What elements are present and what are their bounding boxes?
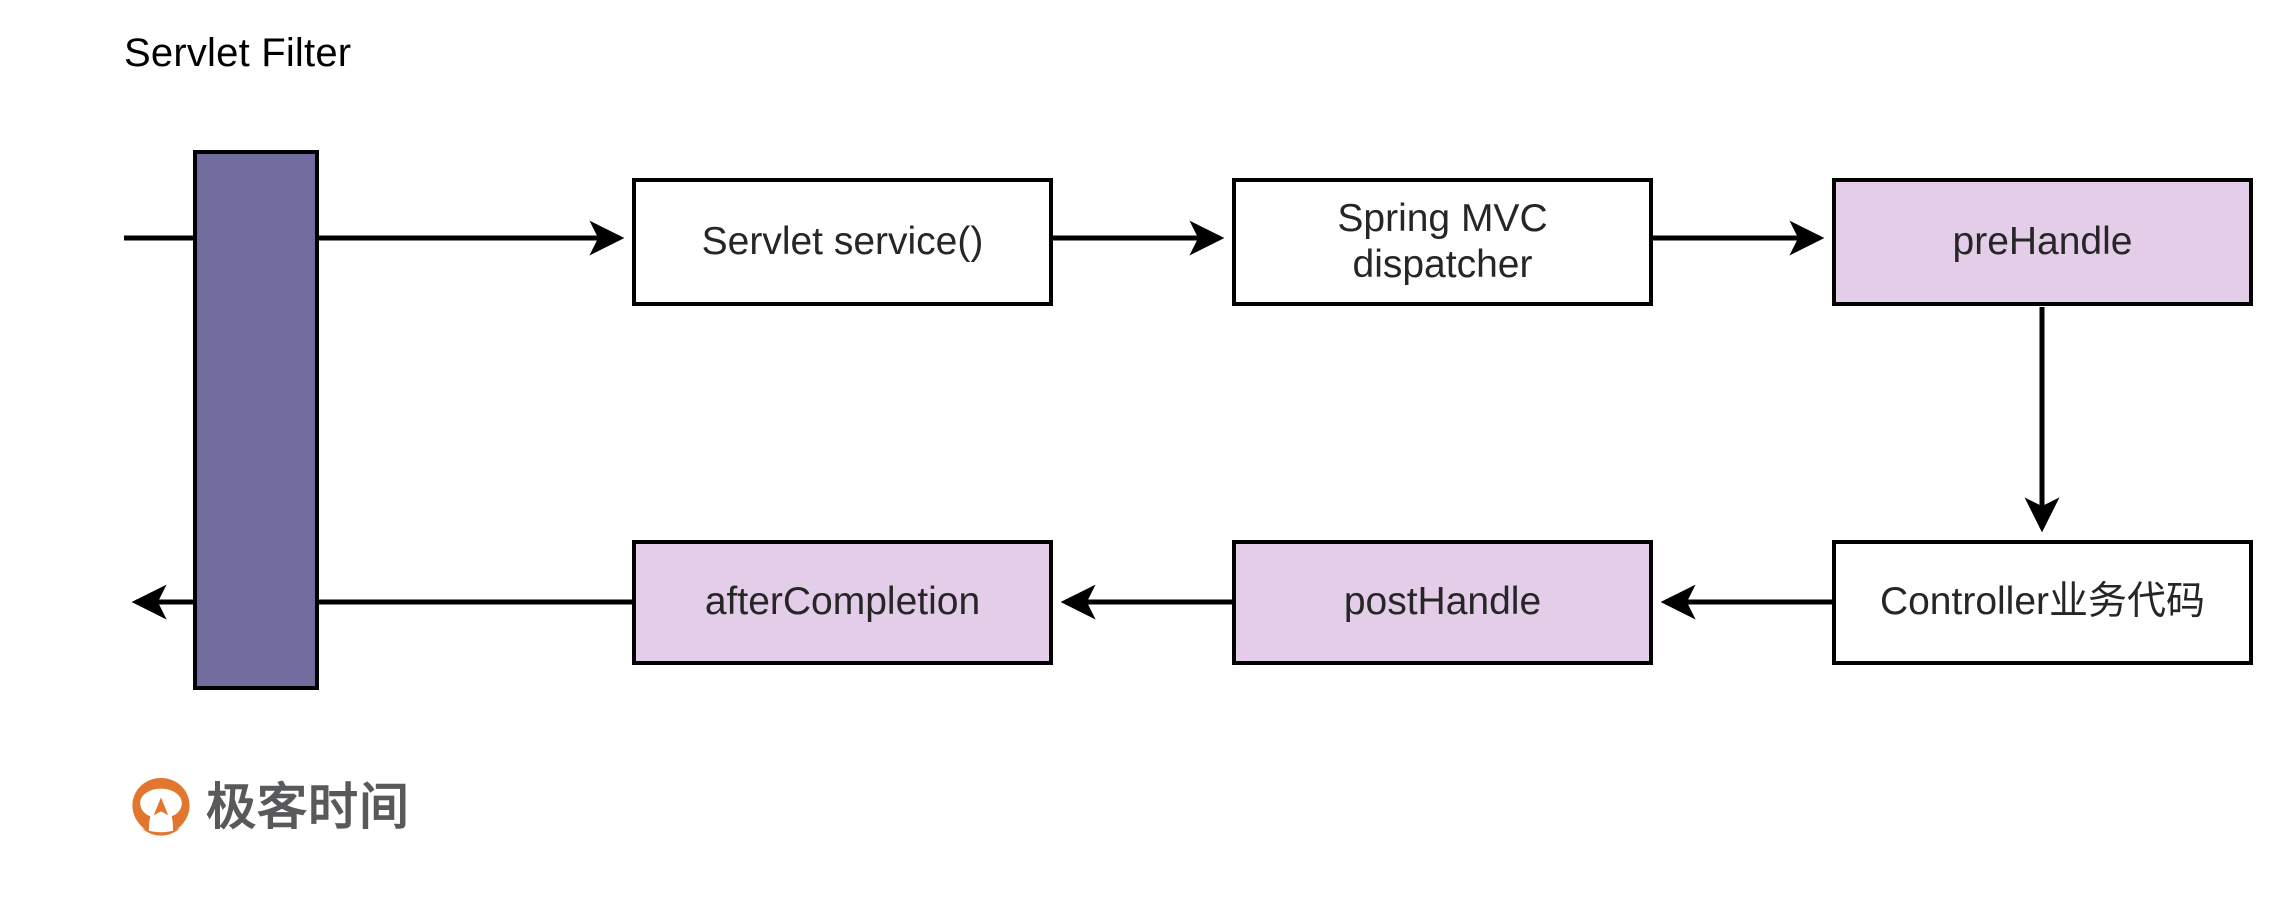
node-posthandle[interactable]: postHandle — [1232, 540, 1653, 665]
servlet-filter-bar — [193, 150, 319, 690]
node-controller-label: Controller业务代码 — [1879, 580, 2206, 624]
diagram-title: Servlet Filter — [124, 31, 352, 75]
node-aftercompletion[interactable]: afterCompletion — [632, 540, 1053, 665]
brand-watermark: 极客时间 — [130, 776, 410, 838]
node-spring-mvc-dispatcher[interactable]: Spring MVC dispatcher — [1232, 178, 1653, 306]
node-posthandle-label: postHandle — [1343, 580, 1542, 624]
node-aftercompletion-label: afterCompletion — [704, 580, 981, 624]
brand-name: 极客时间 — [206, 778, 410, 836]
node-prehandle-label: preHandle — [1952, 219, 2133, 263]
node-spring-mvc-dispatcher-label: Spring MVC dispatcher — [1337, 196, 1548, 286]
node-servlet-service-label: Servlet service() — [701, 219, 984, 263]
geektime-logo-icon — [132, 777, 190, 836]
node-prehandle[interactable]: preHandle — [1832, 178, 2253, 306]
node-controller[interactable]: Controller业务代码 — [1832, 540, 2253, 665]
node-servlet-service[interactable]: Servlet service() — [632, 178, 1053, 306]
